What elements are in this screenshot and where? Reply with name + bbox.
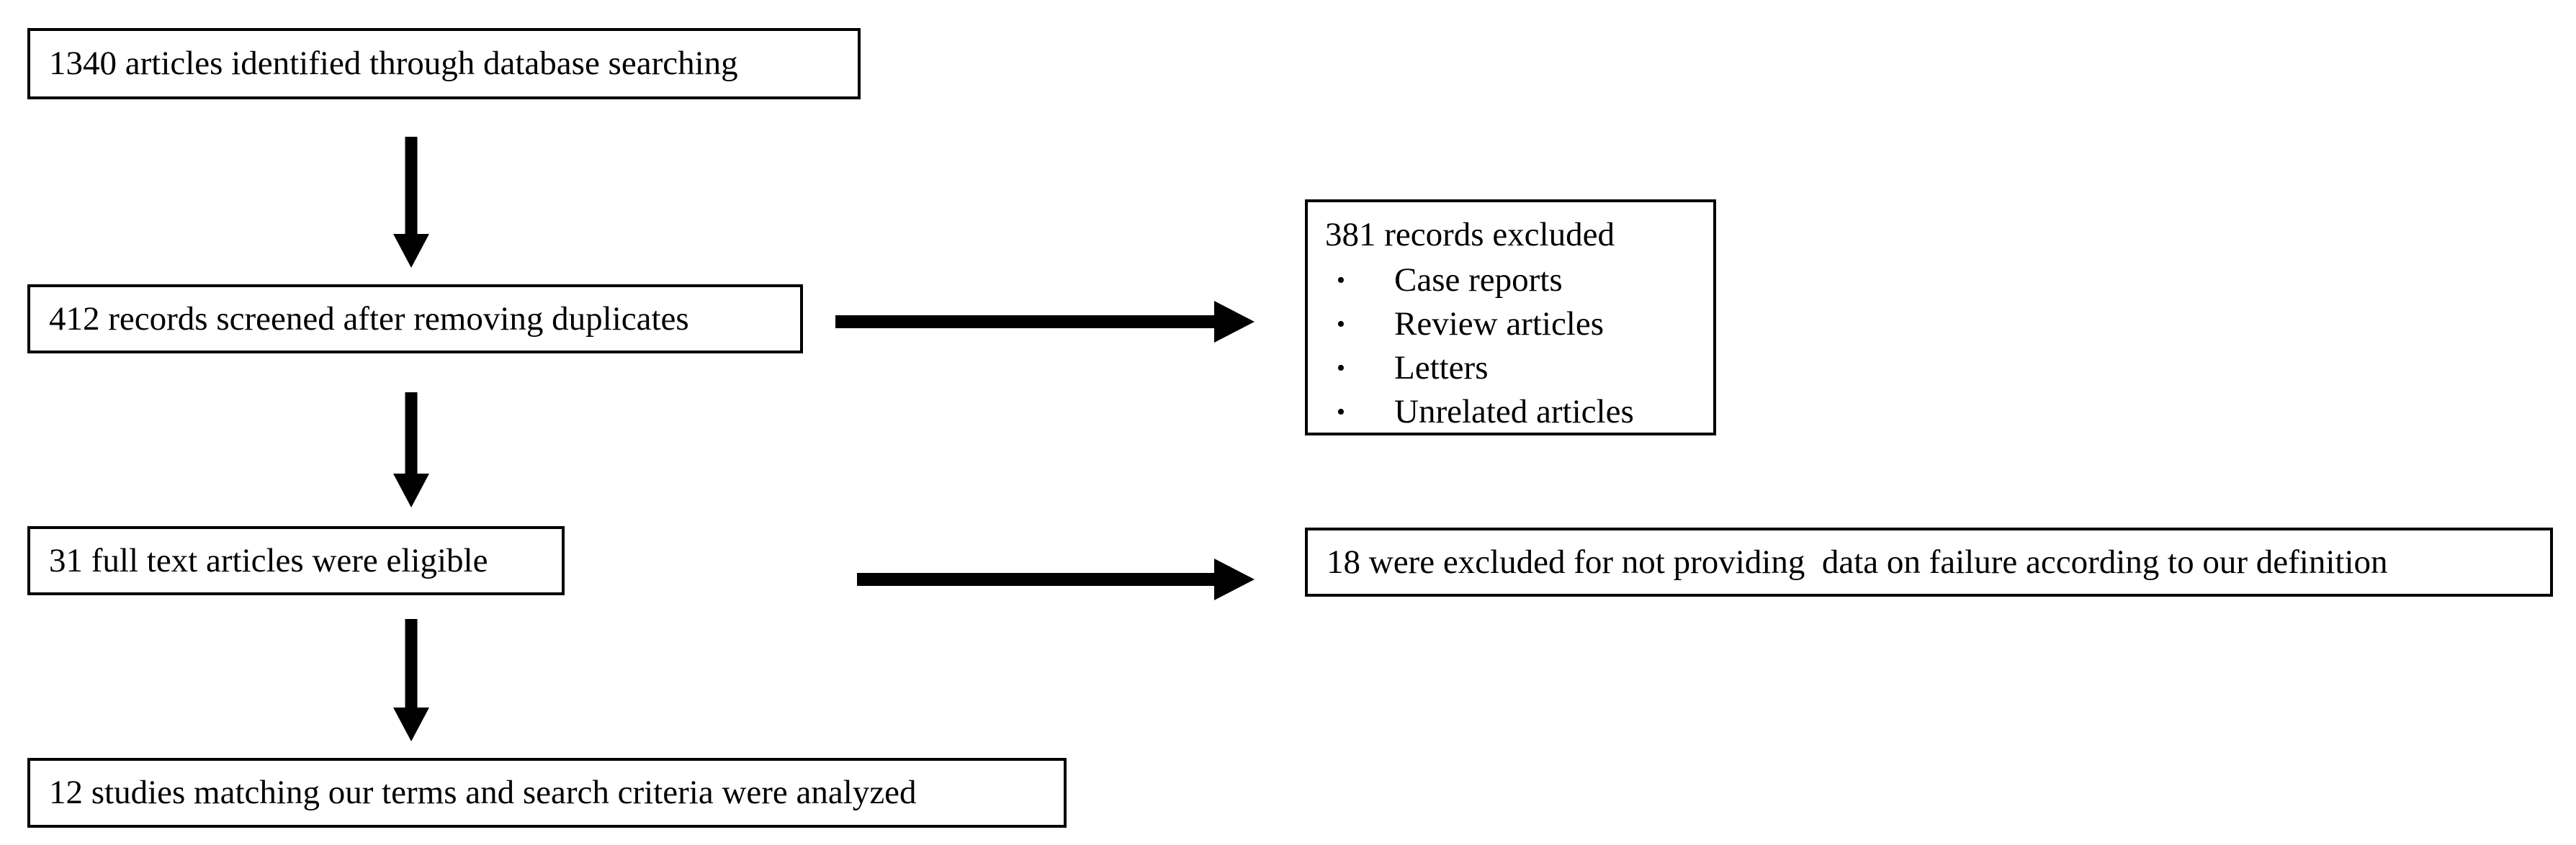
arrow-head-down-icon	[393, 234, 429, 268]
arrow-shaft	[405, 392, 418, 474]
list-item-label: Case reports	[1394, 261, 1563, 299]
arrow-screened-to-records-excluded	[835, 301, 1255, 343]
box-excluded-not-providing-data-text: 18 were excluded for not providing data …	[1327, 543, 2388, 581]
box-articles-identified-text: 1340 articles identified through databas…	[49, 45, 738, 83]
arrow-head-right-icon	[1214, 559, 1255, 600]
arrow-identified-to-screened	[392, 137, 430, 268]
box-records-excluded: 381 records excluded • Case reports • Re…	[1305, 199, 1716, 435]
records-excluded-list: • Case reports • Review articles • Lette…	[1325, 258, 1699, 434]
list-item-label: Letters	[1394, 349, 1489, 387]
arrow-eligible-to-not-providing-data	[857, 559, 1255, 600]
list-item: • Letters	[1325, 346, 1699, 390]
box-articles-identified: 1340 articles identified through databas…	[27, 28, 861, 99]
records-excluded-heading: 381 records excluded	[1325, 216, 1615, 253]
arrow-screened-to-eligible	[392, 392, 430, 507]
arrow-shaft	[405, 619, 418, 708]
box-excluded-not-providing-data: 18 were excluded for not providing data …	[1305, 528, 2553, 597]
arrow-shaft	[835, 315, 1217, 328]
bullet-icon: •	[1337, 311, 1345, 338]
box-full-text-eligible: 31 full text articles were eligible	[27, 526, 565, 595]
box-studies-analyzed: 12 studies matching our terms and search…	[27, 758, 1067, 828]
box-full-text-eligible-text: 31 full text articles were eligible	[49, 541, 488, 579]
box-studies-analyzed-text: 12 studies matching our terms and search…	[49, 774, 917, 812]
arrow-shaft	[857, 573, 1217, 586]
bullet-icon: •	[1337, 399, 1345, 426]
bullet-icon: •	[1337, 267, 1345, 294]
arrow-eligible-to-analyzed	[392, 619, 430, 741]
box-records-screened-text: 412 records screened after removing dupl…	[49, 299, 689, 338]
arrow-shaft	[405, 137, 418, 234]
list-item-label: Unrelated articles	[1394, 393, 1634, 431]
arrow-head-down-icon	[393, 474, 429, 507]
box-records-screened: 412 records screened after removing dupl…	[27, 284, 803, 353]
list-item: • Case reports	[1325, 258, 1699, 302]
arrow-head-right-icon	[1214, 301, 1255, 343]
list-item: • Review articles	[1325, 302, 1699, 346]
list-item-label: Review articles	[1394, 305, 1605, 343]
arrow-head-down-icon	[393, 708, 429, 741]
bullet-icon: •	[1337, 355, 1345, 382]
list-item: • Unrelated articles	[1325, 390, 1699, 434]
